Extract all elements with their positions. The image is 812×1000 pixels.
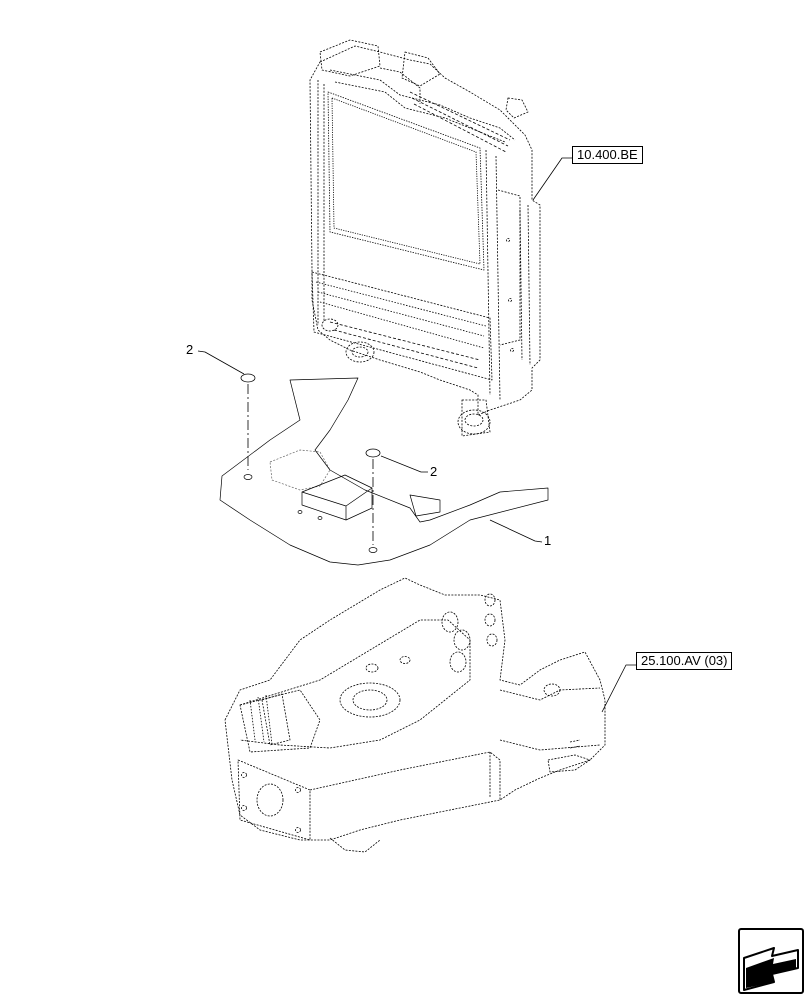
next-page-arrow-button[interactable] xyxy=(738,928,804,994)
leader-part-1 xyxy=(489,519,543,543)
callout-part-2-right: 2 xyxy=(430,464,438,479)
leader-part-2-right xyxy=(380,455,428,473)
front-support-frame xyxy=(224,577,606,853)
reference-radiator[interactable]: 10.400.BE xyxy=(572,146,643,164)
leader-lines xyxy=(197,157,636,713)
leader-part-2-left xyxy=(197,350,245,375)
plug-right xyxy=(365,448,381,545)
leader-ref-radiator xyxy=(532,157,572,201)
callout-part-2-left: 2 xyxy=(186,342,194,357)
plug-left xyxy=(240,373,256,470)
insulation-mat xyxy=(219,377,549,566)
radiator-assembly xyxy=(309,39,541,437)
leader-ref-frame xyxy=(601,664,636,713)
callout-part-1: 1 xyxy=(544,533,552,548)
reference-support-frame[interactable]: 25.100.AV (03) xyxy=(636,652,733,670)
next-page-arrow-icon xyxy=(738,928,804,994)
